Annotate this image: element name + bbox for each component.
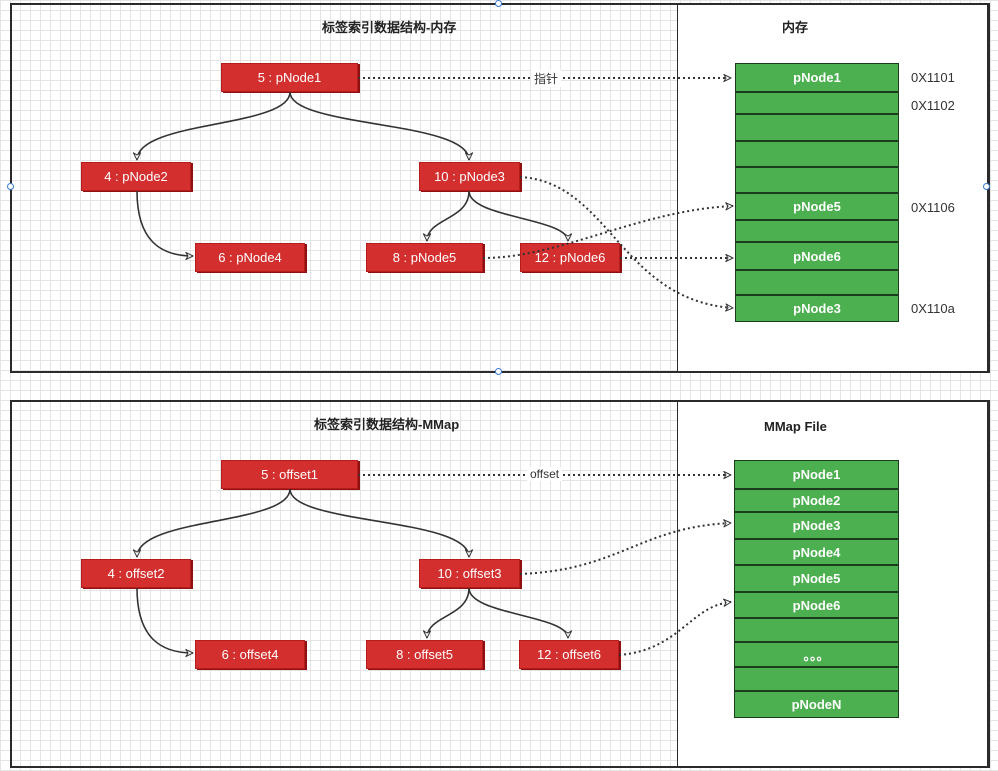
pointer-edge [482,202,734,259]
tree-node-12[interactable]: 12 : offset6 [519,640,619,669]
offset-edge [618,598,732,656]
memory-cell[interactable]: pNodeN [734,691,899,718]
memory-cell[interactable] [735,270,899,295]
tree-node-5[interactable]: 5 : pNode1 [221,63,358,92]
resize-handle-top[interactable] [495,0,502,7]
memory-cell[interactable]: pNode5 [734,565,899,592]
resize-handle-bottom[interactable] [495,368,502,375]
tree-edge [468,587,573,639]
tree-node-4[interactable]: 4 : offset2 [81,559,191,588]
pointer-label: 指针 [531,70,562,87]
memory-cell[interactable]: 。。。 [734,642,899,667]
tree-node-8[interactable]: 8 : pNode5 [366,243,483,272]
memory-cell[interactable]: pNode3 [735,295,899,322]
tree-node-12[interactable]: 12 : pNode6 [520,243,620,272]
memory-cell[interactable] [735,167,899,193]
memory-cell[interactable]: pNode4 [734,539,899,565]
offset-edge [519,519,732,575]
memory-cell[interactable] [735,114,899,141]
mmap-panel-title: MMap File [764,419,827,434]
tree-node-4[interactable]: 4 : pNode2 [81,162,191,191]
tree-edge [289,488,474,558]
tree-edge [132,91,291,161]
tree-edge [422,587,470,639]
memory-cell[interactable]: pNode6 [735,242,899,270]
memory-cell[interactable] [735,220,899,242]
resize-handle-left[interactable] [7,183,14,190]
memory-cell[interactable]: pNode1 [734,460,899,489]
memory-cell[interactable]: pNode3 [734,512,899,539]
tree-edge [136,587,194,658]
memory-cell[interactable] [734,618,899,642]
tree-node-6[interactable]: 6 : pNode4 [195,243,305,272]
tree-edge [468,190,573,242]
memory-cell[interactable]: pNode6 [734,592,899,618]
address-label: 0X1102 [911,98,955,113]
memory-section-title: 标签索引数据结构-内存 [322,20,457,35]
address-label: 0X110a [911,301,955,316]
tree-edge [289,91,474,161]
memory-cell[interactable] [735,92,899,114]
offset-label: offset [527,467,563,481]
tree-node-10[interactable]: 10 : pNode3 [419,162,520,191]
tree-edge [132,488,291,558]
memory-panel-title: 内存 [782,20,809,35]
memory-cell[interactable] [735,141,899,167]
memory-cell[interactable] [734,667,899,691]
tree-node-10[interactable]: 10 : offset3 [419,559,520,588]
mmap-diagram-frame[interactable] [10,400,990,768]
address-label: 0X1106 [911,200,955,215]
resize-handle-right[interactable] [983,183,990,190]
memory-cell[interactable]: pNode5 [735,193,899,220]
memory-cell[interactable]: pNode2 [734,489,899,512]
tree-edge [136,190,194,261]
address-label: 0X1101 [911,70,955,85]
tree-edge [422,190,470,242]
tree-node-8[interactable]: 8 : offset5 [366,640,483,669]
pointer-edge [519,176,734,312]
tree-node-5[interactable]: 5 : offset1 [221,460,358,489]
memory-cell[interactable]: pNode1 [735,63,899,92]
mmap-section-title: 标签索引数据结构-MMap [314,417,460,432]
tree-node-6[interactable]: 6 : offset4 [195,640,305,669]
